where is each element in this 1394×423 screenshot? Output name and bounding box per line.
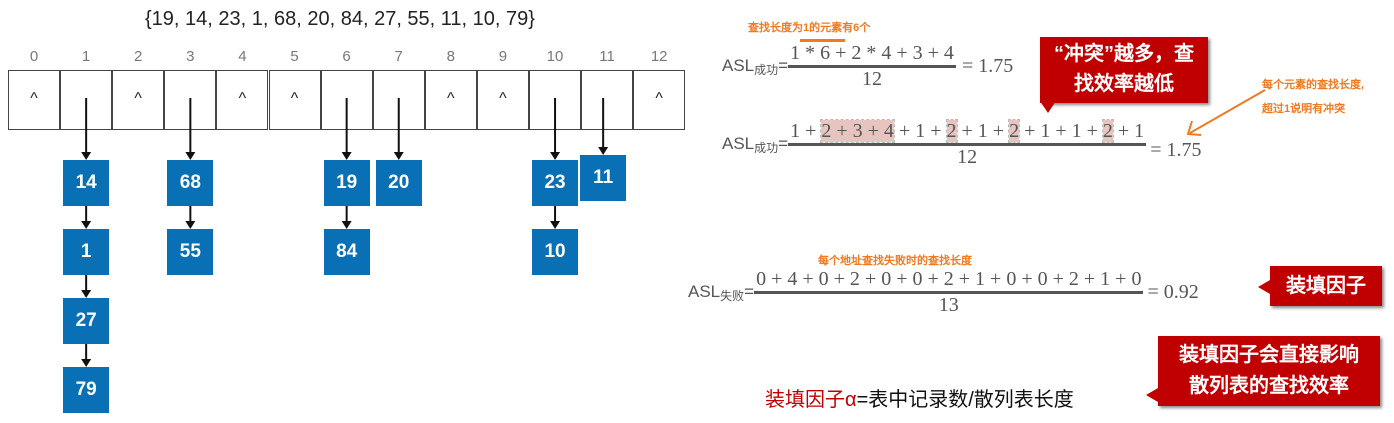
chain-node: 11 [580, 155, 627, 201]
note-underline [800, 39, 845, 42]
load-factor-formula: =表中记录数/散列表长度 [856, 389, 1074, 411]
note-line: 超过1说明有冲突 [1262, 103, 1346, 115]
index-label: 6 [342, 48, 351, 65]
index-label: 3 [186, 48, 195, 65]
index-label: 9 [498, 48, 508, 65]
numerator-part: + 1 [1112, 120, 1145, 142]
chain-node: 10 [532, 229, 579, 275]
chain-node: 19 [323, 160, 370, 206]
table-slot: ^ [8, 70, 60, 130]
index-label: 10 [546, 48, 564, 65]
table-slot: ^ [268, 70, 321, 130]
chain-arrows [81, 98, 609, 367]
table-slot: ^ [633, 70, 686, 130]
index-label: 2 [134, 48, 143, 65]
index-label: 7 [394, 48, 403, 65]
chain-node: 1 [63, 229, 110, 275]
asl-success-formula-2: ASL成功= 1 + 2 + 3 + 4 + 1 + 2 + 1 + 2 + 1… [722, 119, 1202, 169]
conflict-callout: “冲突”越多，查 找效率越低 [1040, 37, 1208, 103]
conflict-highlight: 2 + 3 + 4 [820, 119, 895, 143]
asl-label: ASL [722, 55, 755, 75]
conflict-highlight: 2 [1008, 119, 1021, 143]
asl-sub: 成功 [754, 62, 779, 77]
index-label: 12 [650, 48, 668, 65]
arrow-head [550, 221, 561, 229]
denominator: 12 [957, 146, 978, 168]
table-slot: ^ [476, 70, 529, 130]
chain-node: 20 [375, 160, 422, 206]
load-factor-definition: 装填因子α=表中记录数/散列表长度 [765, 383, 1074, 412]
chain-node: 55 [167, 229, 214, 275]
result: = 1.75 [961, 55, 1014, 77]
callout-pointer [1040, 101, 1056, 113]
callout-pointer [1258, 280, 1270, 294]
asl-sub: 成功 [754, 140, 779, 155]
orange-arrow [1186, 89, 1266, 136]
index-label: 5 [290, 48, 299, 65]
arrow-head [341, 152, 352, 160]
chain-node: 84 [323, 229, 370, 275]
numerator: 1 + 2 + 3 + 4 + 1 + 2 + 1 + 2 + 1 + 1 + … [788, 119, 1147, 146]
chain-node: 14 [63, 160, 110, 206]
arrow-head [81, 290, 92, 298]
asl-eq: = [744, 281, 755, 301]
length1-note: 查找长度为1的元素有6个 [748, 22, 871, 34]
asl-eq: = [778, 55, 789, 75]
asl-fail-formula: ASL失败= 0 + 4 + 0 + 2 + 0 + 0 + 2 + 1 + 0… [688, 268, 1199, 317]
index-label: 0 [29, 48, 39, 65]
callout-pointer [1146, 388, 1158, 402]
effect-callout: 装填因子会直接影响 散列表的查找效率 [1158, 336, 1380, 406]
arrow-head [393, 152, 404, 160]
asl-label: ASL [722, 133, 755, 153]
result: = 0.92 [1147, 281, 1199, 303]
chain-node: 27 [63, 298, 110, 344]
load-factor-callout: 装填因子 [1270, 266, 1382, 306]
arrow-head [185, 152, 196, 160]
note-line: 每个元素的查找长度, [1262, 79, 1365, 91]
numerator-part: + 1 + [893, 120, 947, 142]
asl-label: ASL [688, 281, 721, 301]
numerator: 1 * 6 + 2 * 4 + 3 + 4 [788, 42, 956, 68]
index-label: 1 [81, 48, 91, 65]
chain-node: 23 [532, 160, 579, 206]
callout-line: “冲突”越多，查 [1054, 43, 1194, 65]
length-note: 每个元素的查找长度, 超过1说明有冲突 [1262, 73, 1364, 121]
chain-node: 79 [63, 367, 110, 413]
table-slot: ^ [216, 70, 269, 130]
arrow-head [81, 152, 92, 160]
arrow-head [341, 221, 352, 229]
arrow-head [185, 221, 196, 229]
arrow-head [81, 359, 92, 367]
callout-line: 散列表的查找效率 [1189, 375, 1349, 397]
asl-sub: 失败 [720, 288, 745, 303]
denominator: 12 [862, 68, 883, 90]
conflict-highlight: 2 [1101, 119, 1114, 143]
key-sequence: {19, 14, 23, 1, 68, 20, 84, 27, 55, 11, … [145, 8, 535, 30]
table-slot: ^ [424, 70, 477, 130]
numerator-part: + 1 + [956, 120, 1010, 142]
callout-line: 找效率越低 [1074, 73, 1174, 95]
arrow-head [81, 221, 92, 229]
asl-eq: = [778, 133, 789, 153]
numerator: 0 + 4 + 0 + 2 + 0 + 0 + 2 + 1 + 0 + 0 + … [754, 268, 1144, 294]
table-slot [581, 70, 634, 130]
denominator: 13 [938, 294, 959, 316]
arrow-head [550, 152, 561, 160]
chain-node: 68 [167, 160, 214, 206]
index-label: 4 [238, 48, 247, 65]
numerator-part: + 1 + 1 + [1019, 120, 1103, 142]
conflict-highlight: 2 [945, 119, 958, 143]
numerator-part: 1 + [790, 120, 822, 142]
index-label: 11 [599, 48, 615, 65]
load-factor-term: 装填因子α [765, 389, 857, 411]
fail-note: 每个地址查找失败时的查找长度 [818, 255, 972, 267]
callout-line: 装填因子会直接影响 [1179, 344, 1359, 366]
result: = 1.75 [1150, 139, 1202, 161]
index-label: 8 [446, 48, 455, 65]
arrow-head [598, 147, 609, 155]
table-slot: ^ [112, 70, 165, 130]
